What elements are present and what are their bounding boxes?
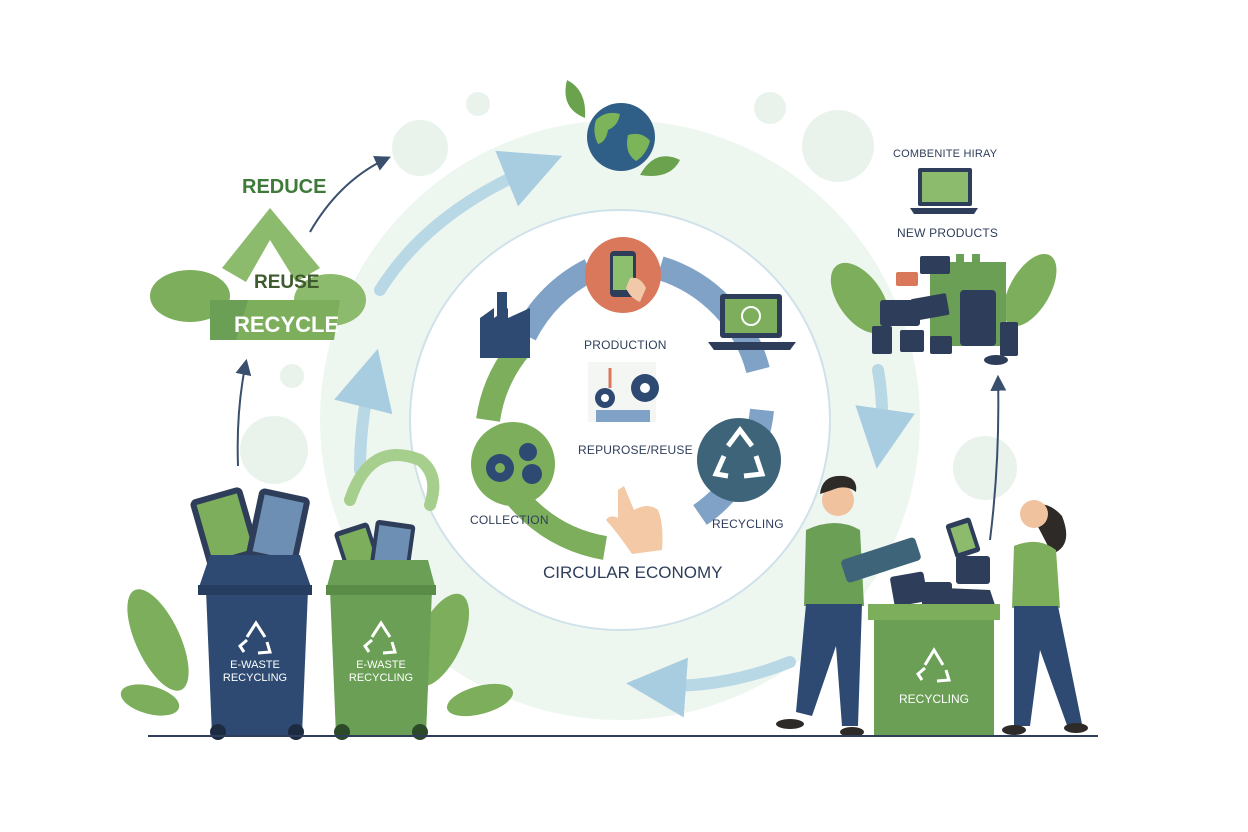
left-plants: [115, 581, 517, 722]
green-bin-label-line2: RECYCLING: [338, 672, 424, 685]
right-recycling-bin: [868, 571, 1000, 736]
recycle-label: RECYCLE: [234, 312, 339, 338]
recycling-node: [697, 418, 781, 502]
green-bin-label: E-WASTE RECYCLING: [338, 659, 424, 685]
center-machine: [588, 362, 659, 422]
green-bin-label-line1: E-WASTE: [338, 659, 424, 672]
blue-bin-label-line1: E-WASTE: [212, 659, 298, 672]
repurpose-label: REPUROSE/REUSE: [578, 443, 693, 457]
reuse-label: REUSE: [254, 272, 319, 294]
production-node: [585, 237, 661, 313]
blue-bin-label-line2: RECYCLING: [212, 672, 298, 685]
page-title: CIRCULAR ECONOMY: [543, 563, 722, 583]
laptop-icon: [910, 168, 978, 214]
blue-bin: [189, 486, 312, 740]
right-bin-label: RECYCLING: [894, 693, 974, 706]
blue-bin-label: E-WASTE RECYCLING: [212, 659, 298, 685]
reduce-label: REDUCE: [242, 176, 326, 199]
recycling-label: RECYCLING: [712, 517, 784, 531]
new-products-label: NEW PRODUCTS: [897, 226, 998, 240]
right-heading: COMBENITE HIRAY: [893, 148, 997, 160]
production-label: PRODUCTION: [584, 338, 667, 352]
collection-node: [471, 422, 555, 506]
collection-label: COLLECTION: [470, 513, 549, 527]
